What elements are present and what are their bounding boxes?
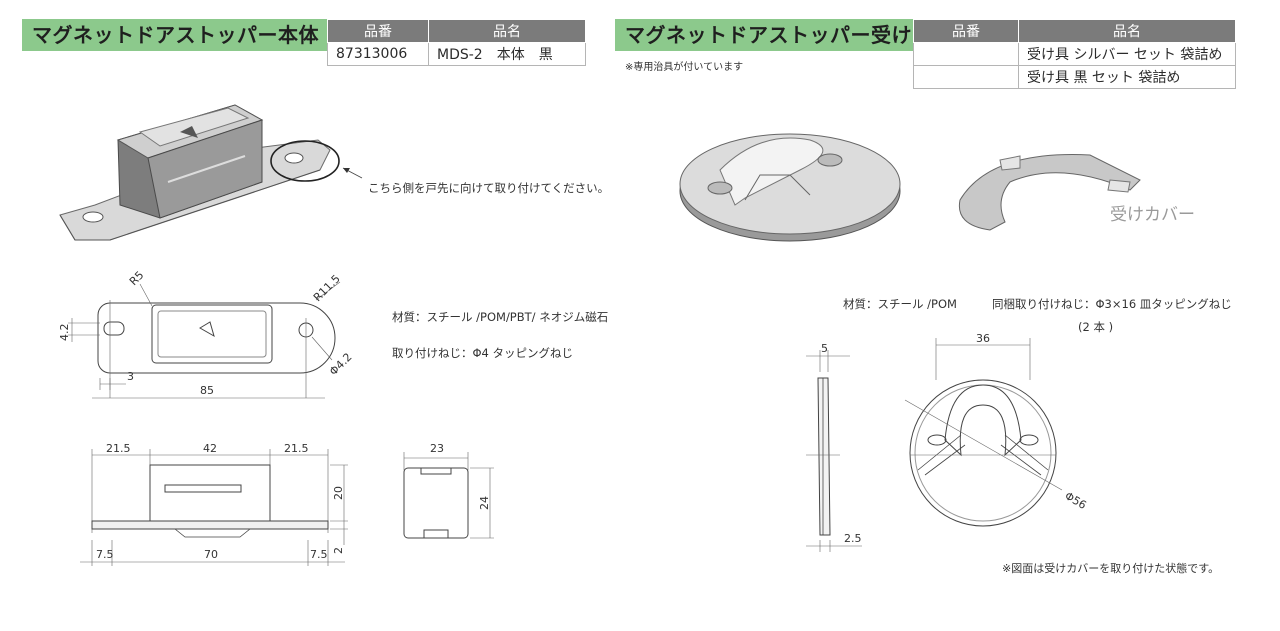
svg-text:21.5: 21.5 — [106, 442, 131, 455]
body-part-no: 87313006 — [327, 42, 429, 66]
receiver-part-name-2: 受け具 黒 セット 袋詰め — [1018, 65, 1236, 89]
receiver-top-view — [904, 338, 1063, 527]
body-part-name: MDS-2 本体 黒 — [428, 42, 586, 66]
receiver-product-illustration — [679, 133, 901, 242]
svg-text:R11.5: R11.5 — [311, 272, 343, 304]
svg-text:85: 85 — [200, 384, 214, 397]
col-header-part-no: 品番 — [327, 19, 429, 43]
svg-text:2: 2 — [332, 547, 345, 554]
receiver-cover-illustration — [958, 154, 1141, 231]
svg-text:R5: R5 — [127, 269, 147, 289]
col-header-part-name: 品名 — [1018, 19, 1236, 43]
svg-text:4.2: 4.2 — [58, 324, 71, 342]
body-screw: 取り付けねじ：Φ4 タッピングねじ — [392, 346, 574, 360]
body-side-view — [403, 452, 494, 539]
svg-text:7.5: 7.5 — [96, 548, 114, 561]
body-product-illustration — [59, 104, 363, 241]
install-note: こちら側を戸先に向けて取り付けてください。 — [368, 181, 610, 195]
receiver-spec-table: 品番 品名 受け具 シルバー セット 袋詰め 受け具 黒 セット 袋詰め — [913, 19, 1236, 89]
body-material: 材質：スチール /POM/PBT/ ネオジム磁石 — [392, 310, 609, 324]
receiver-material: 材質：スチール /POM — [843, 297, 957, 311]
body-spec-table: 品番 品名 87313006 MDS-2 本体 黒 — [327, 19, 586, 66]
svg-text:36: 36 — [976, 332, 990, 345]
body-top-view — [68, 281, 341, 399]
cover-label: 受けカバー — [1110, 205, 1195, 225]
svg-text:7.5: 7.5 — [310, 548, 328, 561]
svg-text:Φ56: Φ56 — [1063, 489, 1089, 512]
col-header-part-name: 品名 — [428, 19, 586, 43]
svg-text:3: 3 — [127, 370, 134, 383]
svg-text:20: 20 — [332, 486, 345, 500]
receiver-section-header: マグネットドアストッパー受け — [615, 19, 914, 51]
body-section-header: マグネットドアストッパー本体 — [22, 19, 328, 51]
receiver-side-view — [806, 350, 862, 552]
receiver-screw: 同梱取り付けねじ：Φ3×16 皿タッピングねじ — [992, 297, 1232, 311]
receiver-part-no-1 — [913, 42, 1019, 66]
svg-text:5: 5 — [821, 342, 828, 355]
svg-text:2.5: 2.5 — [844, 532, 862, 545]
receiver-sub-note: ※専用治具が付いています — [625, 62, 744, 73]
svg-text:21.5: 21.5 — [284, 442, 309, 455]
svg-text:70: 70 — [204, 548, 218, 561]
svg-text:23: 23 — [430, 442, 444, 455]
receiver-part-name-1: 受け具 シルバー セット 袋詰め — [1018, 42, 1236, 66]
svg-text:42: 42 — [203, 442, 217, 455]
receiver-part-no-2 — [913, 65, 1019, 89]
svg-text:24: 24 — [478, 496, 491, 510]
receiver-footnote: ※図面は受けカバーを取り付けた状態です。 — [1002, 562, 1220, 575]
receiver-screw-count: (2 本 ) — [1078, 320, 1114, 334]
body-front-view — [80, 449, 348, 566]
